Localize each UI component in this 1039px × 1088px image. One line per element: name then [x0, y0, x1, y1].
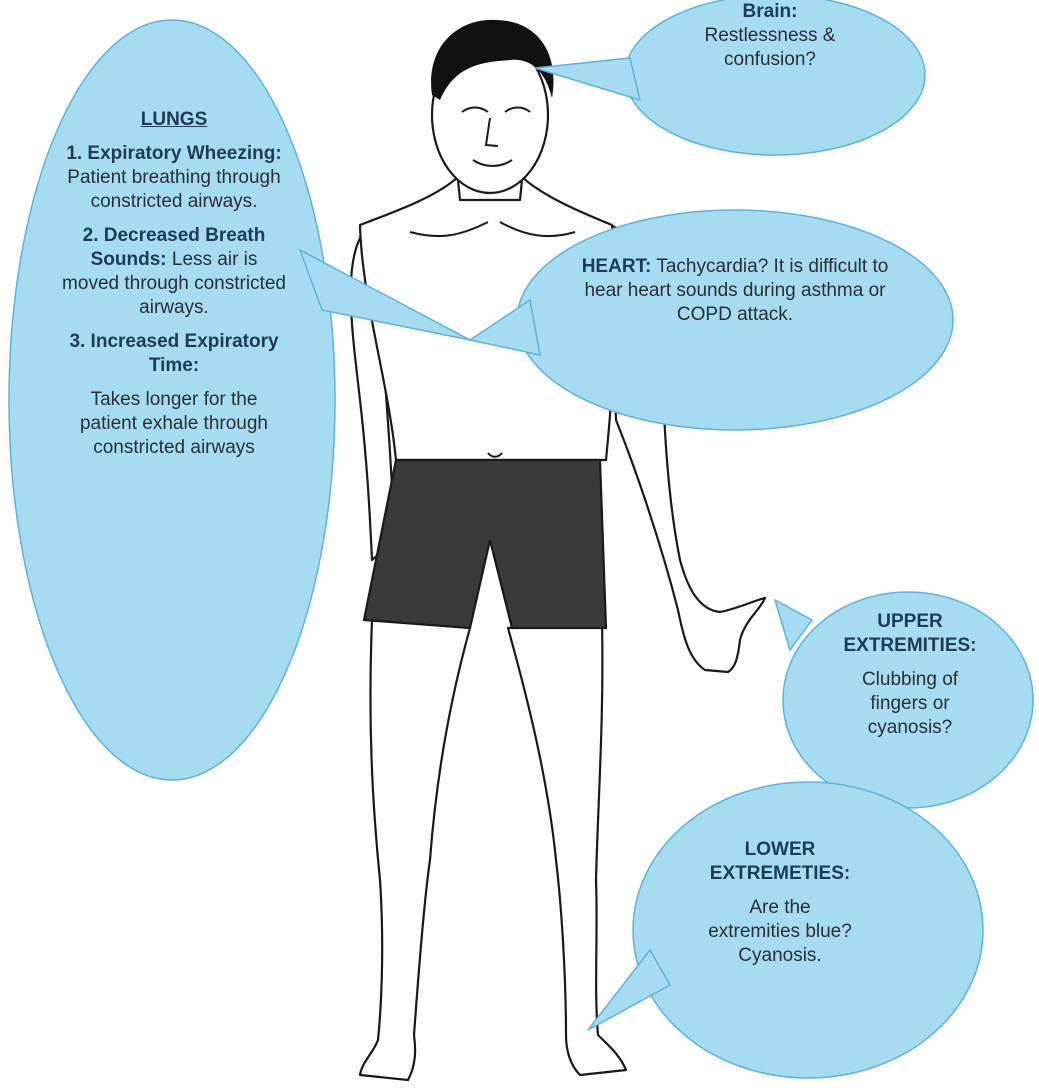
upper-heading: UPPER EXTREMITIES: [840, 610, 980, 658]
lower-text: Are the extremities blue? Cyanosis. [705, 896, 855, 968]
lungs-item-2: 2. Decreased Breath Sounds: Less air is … [60, 224, 288, 320]
lungs-item-3-label: 3. Increased Expiratory Time: [60, 330, 288, 378]
lungs-callout: LUNGS 1. Expiratory Wheezing: Patient br… [60, 108, 288, 470]
left-leg [360, 620, 470, 1080]
lungs-item-1: 1. Expiratory Wheezing: Patient breathin… [60, 142, 288, 214]
shorts [364, 460, 606, 628]
heart-heading: HEART: [582, 256, 652, 277]
lower-extremities-callout: LOWER EXTREMETIES: Are the extremities b… [705, 838, 855, 978]
lower-heading: LOWER EXTREMETIES: [705, 838, 855, 886]
upper-extremities-callout: UPPER EXTREMITIES: Clubbing of fingers o… [840, 610, 980, 750]
brain-heading: Brain: [680, 0, 860, 24]
lungs-heading: LUNGS [60, 108, 288, 132]
brain-callout: Brain: Restlessness & confusion? [680, 0, 860, 72]
lungs-item-3-text: Takes longer for the patient exhale thro… [60, 388, 288, 460]
heart-callout: HEART: Tachycardia? It is difficult to h… [570, 255, 900, 327]
upper-text: Clubbing of fingers or cyanosis? [840, 668, 980, 740]
brain-text: Restlessness & confusion? [680, 24, 860, 72]
